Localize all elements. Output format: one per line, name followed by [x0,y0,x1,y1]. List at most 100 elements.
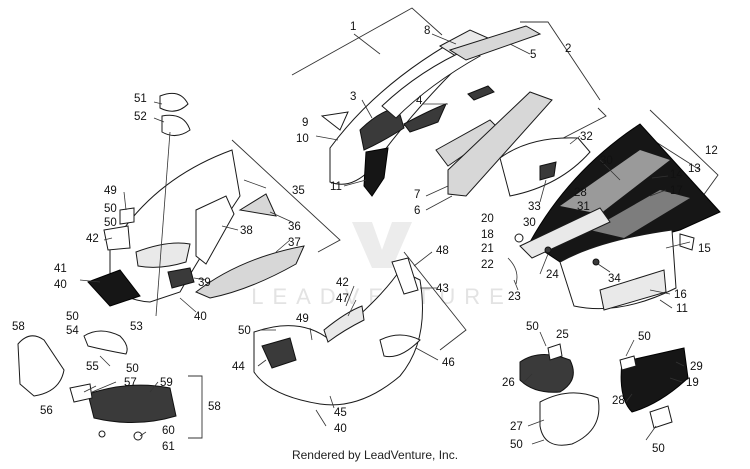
bracket-29-lower [649,405,673,429]
vent-mesh-36 [238,193,277,217]
leader-3 [361,99,373,119]
bracket-group-2 [520,21,601,101]
bracket-54 [83,330,128,355]
callout-44: 44 [232,361,245,373]
leader-28b [625,393,633,403]
callout-2: 2 [565,43,571,55]
left-lower-bracket-assembly [17,330,177,441]
callout-60: 60 [162,425,175,437]
callout-36: 36 [288,221,301,233]
callout-39: 39 [198,277,211,289]
callout-3: 3 [350,91,356,103]
left-side-panel-assembly [87,92,305,317]
callout-50-h: 50 [652,443,665,455]
leader-50c [99,355,111,367]
callout-55: 55 [86,361,99,373]
bracket-38 [195,195,235,265]
callout-40-left: 40 [54,279,67,291]
callout-8: 8 [424,25,430,37]
leader-40c [315,409,327,427]
callout-51: 51 [134,93,147,105]
leader-42a [103,237,113,241]
vent-mesh-5 [448,25,542,61]
leader-37 [275,239,291,253]
callout-42-left: 42 [86,233,99,245]
hood-assembly [320,29,495,197]
left-panel-recess [135,242,191,268]
bracket-39 [167,267,195,289]
callout-28-upper: 28 [574,187,587,199]
bracket-group-58 [188,375,203,439]
callout-34: 34 [608,273,621,285]
leader-36 [269,211,293,223]
leader-6 [425,195,453,211]
clip-28-right [539,161,557,181]
side-panel-badge [599,269,667,311]
callout-40-bottom: 40 [334,423,347,435]
lead-52-to-53 [155,131,171,317]
leader-61 [139,431,147,437]
bracket-group-1 [291,7,443,76]
callout-22: 22 [481,259,494,271]
callout-5: 5 [530,49,536,61]
callout-43: 43 [436,283,449,295]
bracket-group-12 [649,109,719,201]
callout-50-d: 50 [526,321,539,333]
leader-44 [257,359,267,367]
panel-59 [87,384,177,423]
leader-5 [509,43,531,55]
callout-24: 24 [546,269,559,281]
leader-51 [153,101,163,105]
grommet-52 [161,114,191,136]
leader-15 [665,241,691,249]
leader-26 [523,373,533,383]
headlight-bezel-27 [539,392,600,446]
fastener-34 [592,258,600,266]
fastener-61 [133,431,143,441]
callout-29: 29 [690,361,703,373]
belly-pan-vent-44 [261,337,297,369]
leader-55 [83,385,97,393]
callout-61: 61 [162,441,175,453]
side-panel-stripe [560,150,670,214]
callout-28-lower: 28 [612,395,625,407]
callout-30-lower: 30 [523,217,536,229]
callout-50-b: 50 [66,311,79,323]
callout-23: 23 [508,291,521,303]
clip-49-left [119,207,135,225]
hood-trim-strip [381,47,481,119]
leader-41 [79,279,101,283]
right-lower-bracket-assembly [519,343,689,446]
grommet-20 [514,233,524,243]
callout-6: 6 [414,205,420,217]
hood-black-insert [403,103,447,133]
callout-12: 12 [705,145,718,157]
callout-45: 45 [334,407,347,419]
clip-28-lower [619,355,637,371]
callout-54: 54 [66,325,79,337]
callout-50-e: 50 [238,325,251,337]
hood-front-bracket-11 [363,147,389,197]
belly-pan-trim-46 [379,334,421,358]
leader-29 [675,361,685,367]
callout-41: 41 [54,263,67,275]
leader-34 [597,263,611,273]
vent-mesh-6 [447,91,553,197]
callout-9: 9 [302,117,308,129]
leader-49b [309,327,313,341]
callout-25: 25 [556,329,569,341]
callout-58-bracket: 58 [208,401,221,413]
callout-11-hood: 11 [330,181,342,193]
callout-32: 32 [580,131,593,143]
callout-50-f: 50 [510,439,523,451]
callout-21: 21 [481,243,494,255]
leader-8 [431,33,457,45]
callout-53: 53 [130,321,143,333]
belly-pan-bracket-48 [391,257,419,295]
callout-14: 14 [670,169,683,181]
callout-1: 1 [350,21,356,33]
leader-45 [329,395,335,409]
side-panel-clip-15 [679,233,695,251]
leader-14 [651,175,669,179]
